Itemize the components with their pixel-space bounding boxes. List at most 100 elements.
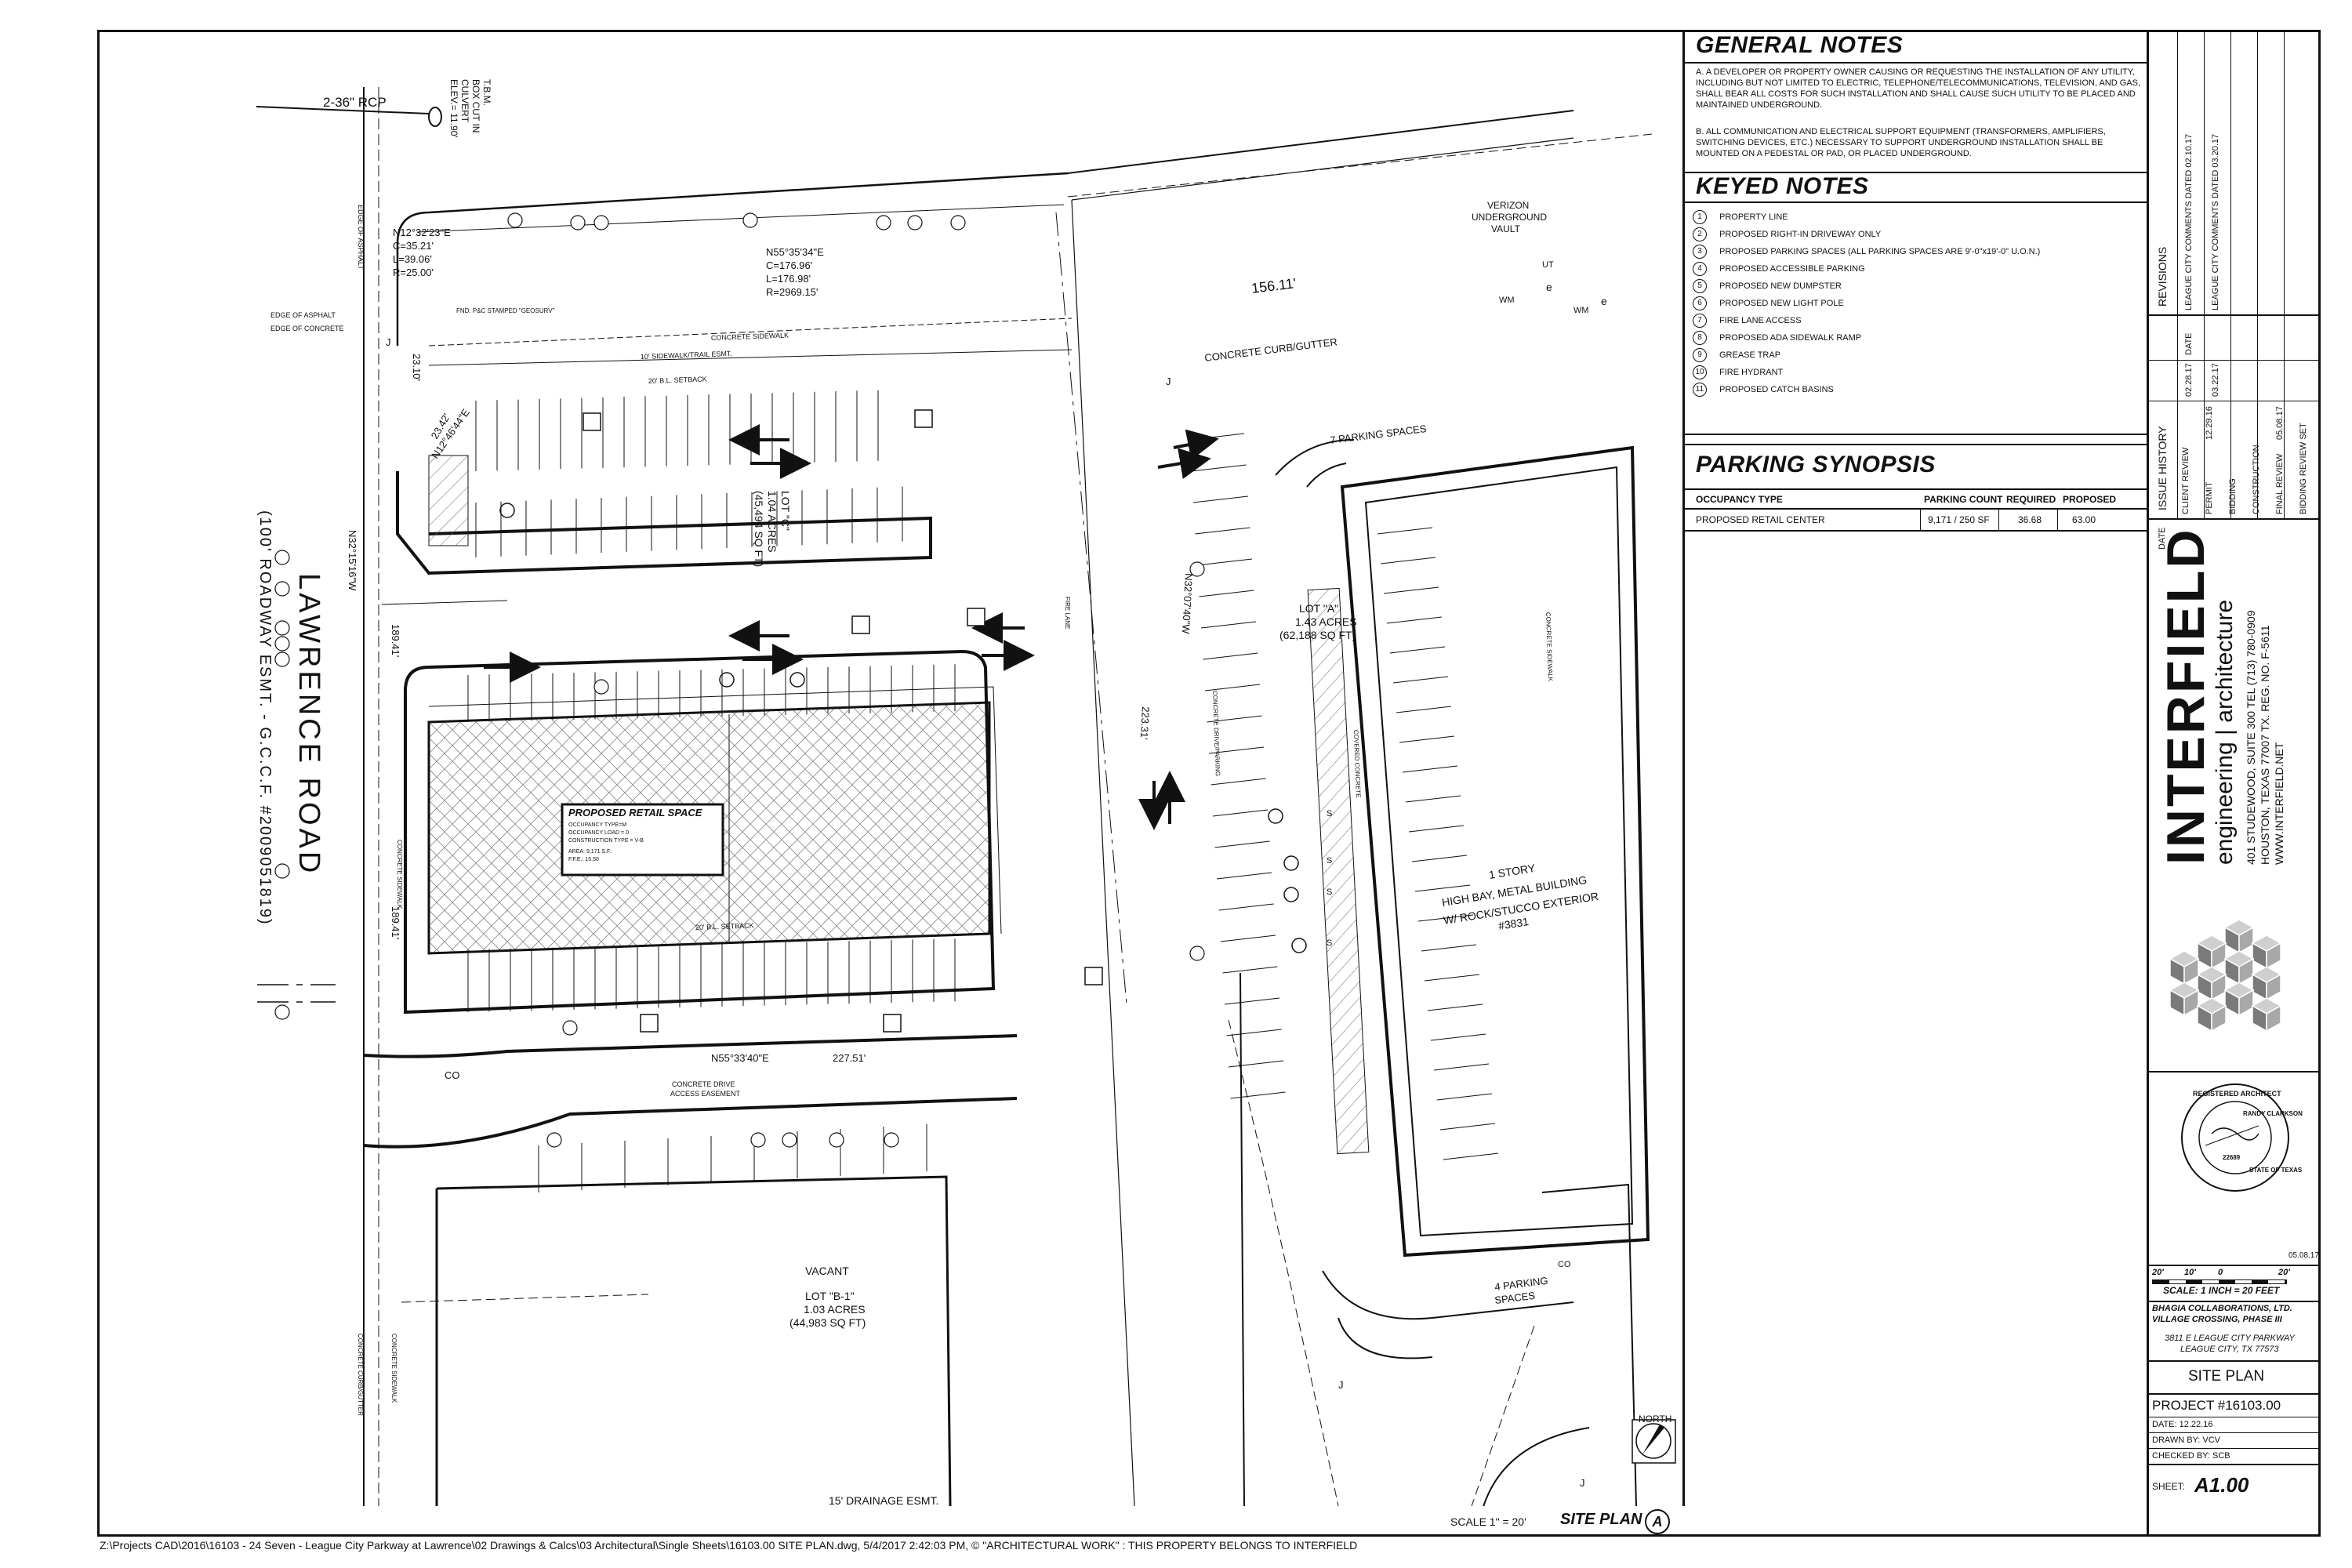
seal-line1: REGISTERED ARCHITECT: [2193, 1090, 2281, 1098]
svg-text:EDGE OF ASPHALT: EDGE OF ASPHALT: [270, 311, 336, 319]
parking-stalls-row1: [475, 390, 879, 471]
file-path-footer: Z:\Projects CAD\2016\16103 - 24 Seven - …: [100, 1539, 1358, 1552]
accessible-parking-icon: [1268, 808, 1283, 824]
lot-b1: [435, 1175, 952, 1506]
svg-text:223.31': 223.31': [1138, 706, 1152, 740]
scale-caption: SCALE: 1 INCH = 20 FEET: [2163, 1285, 2280, 1296]
issue-history-issued: BIDDING REVIEW SET: [2299, 423, 2308, 514]
parking-synopsis-title: PARKING SYNOPSIS: [1696, 452, 1936, 477]
project-address1: 3811 E LEAGUE CITY PARKWAY: [2165, 1334, 2295, 1343]
parking-stall-line: [1439, 1123, 1496, 1131]
accessible-parking-icon: [1291, 938, 1307, 953]
parking-stall-line: [1220, 935, 1276, 942]
parking-cell-proposed: 63.00: [2072, 514, 2096, 525]
svg-text:R=2969.15': R=2969.15': [766, 286, 818, 298]
accessible-parking-icon: [789, 672, 805, 688]
svg-text:C=35.21': C=35.21': [393, 240, 434, 252]
plan-keyed-bubble: [562, 1020, 578, 1036]
parking-stall-line: [1402, 765, 1458, 773]
north-label: NORTH: [1639, 1414, 1672, 1425]
svg-text:ELEV.= 11.90': ELEV.= 11.90': [448, 79, 459, 138]
svg-text:UNDERGROUND: UNDERGROUND: [1472, 212, 1547, 223]
svg-text:15' DRAINAGE ESMT.: 15' DRAINAGE ESMT.: [829, 1494, 938, 1506]
svg-text:227.51': 227.51': [833, 1052, 866, 1064]
issue-history-issued: CONSTRUCTION: [2252, 445, 2261, 514]
firm-address1: 401 STUDEWOOD, SUITE 300 TEL (713) 780-0…: [2245, 610, 2257, 865]
svg-text:J: J: [1166, 376, 1171, 387]
keyed-note-number: 9: [1693, 348, 1707, 362]
svg-text:VACANT: VACANT: [805, 1265, 849, 1277]
keyed-note-text: FIRE HYDRANT: [1719, 368, 1784, 377]
catch-basin-icon: [1084, 967, 1103, 985]
lawrence-road: [257, 87, 379, 1506]
catch-basin-icon: [583, 412, 601, 431]
logo-cube-face: [2266, 973, 2281, 1001]
parking-stall-line: [1207, 715, 1262, 723]
parking-header-proposed: PROPOSED: [2063, 494, 2117, 505]
parking-stall-line: [1210, 778, 1266, 786]
sheet-title: SITE PLAN: [2188, 1368, 2265, 1385]
svg-text:CONCRETE DRIVE/PARKING: CONCRETE DRIVE/PARKING: [1211, 691, 1221, 776]
plan-keyed-bubble: [570, 215, 586, 230]
drawing-title-text: SITE PLAN: [1560, 1511, 1642, 1528]
revision-2: LEAGUE CITY COMMENTS DATED 03.20.17: [2211, 133, 2220, 310]
parking-stall-line: [1380, 557, 1436, 564]
svg-text:CONCRETE SIDEWALK: CONCRETE SIDEWALK: [1544, 612, 1554, 682]
svg-text:1.43 ACRES: 1.43 ACRES: [1295, 615, 1357, 628]
keyed-notes-title: KEYED NOTES: [1696, 173, 1869, 199]
plan-keyed-bubble: [274, 636, 290, 652]
svg-text:N32°15'16"W: N32°15'16"W: [347, 530, 358, 591]
svg-text:N12°32'23"E: N12°32'23"E: [393, 227, 451, 238]
catch-basin-icon: [914, 409, 933, 428]
parking-stall-line: [1191, 464, 1247, 472]
issue-history-issued: PERMIT: [2205, 481, 2214, 514]
svg-text:10' SIDEWALK/TRAIL ESMT.: 10' SIDEWALK/TRAIL ESMT.: [641, 350, 732, 361]
svg-text:OCCUPANCY LOAD = 0: OCCUPANCY LOAD = 0: [568, 830, 629, 836]
svg-text:WM: WM: [1573, 306, 1589, 315]
svg-text:LOT "C": LOT "C": [779, 491, 792, 531]
svg-text:4 PARKING: 4 PARKING: [1494, 1275, 1549, 1293]
parking-stall-line: [1414, 884, 1471, 892]
svg-text:189.41': 189.41': [390, 906, 401, 939]
parking-stall-line: [1396, 706, 1452, 713]
firm-web: WWW.INTERFIELD.NET: [2273, 742, 2285, 865]
svg-text:UT: UT: [1542, 260, 1554, 270]
svg-text:LOT "B-1": LOT "B-1": [805, 1290, 855, 1302]
parking-stall-line: [1377, 527, 1433, 535]
parking-table: OCCUPANCY TYPE PARKING COUNT REQUIRED PR…: [1685, 491, 2149, 538]
seal-line2: RANDY CLARKSON: [2243, 1110, 2303, 1117]
svg-text:F.F.E.: 15.50: F.F.E.: 15.50: [568, 857, 599, 862]
project-name: VILLAGE CROSSING, PHASE III: [2152, 1315, 2282, 1324]
svg-text:23.10': 23.10': [411, 354, 423, 381]
svg-text:(44,983 SQ FT): (44,983 SQ FT): [789, 1316, 866, 1329]
svg-text:e: e: [1601, 295, 1607, 307]
parking-stalls-row2: [475, 486, 903, 557]
plan-keyed-bubble: [907, 215, 923, 230]
svg-text:#3831: #3831: [1497, 915, 1530, 932]
project-address2: LEAGUE CITY, TX 77573: [2180, 1345, 2279, 1354]
parking-stall-line: [1399, 735, 1455, 743]
firm-tagline: engineering | architecture: [2212, 600, 2238, 865]
parking-stall-line: [1427, 1004, 1483, 1011]
keyed-note-text: PROPOSED NEW LIGHT POLE: [1719, 299, 1844, 308]
svg-text:N55°35'34"E: N55°35'34"E: [766, 246, 824, 258]
plan-keyed-bubble: [876, 215, 891, 230]
parking-stall-line: [1204, 684, 1261, 691]
keyed-note-number: 7: [1693, 314, 1707, 328]
svg-text:N32°07'40"W: N32°07'40"W: [1180, 573, 1195, 635]
parking-stall-line: [1203, 652, 1258, 660]
seal-date: 05.08.17: [2288, 1251, 2319, 1260]
parking-stall-line: [1443, 1152, 1499, 1160]
keyed-note-number: 8: [1693, 331, 1707, 345]
parking-stall-line: [1411, 855, 1468, 862]
accessible-parking-icon: [499, 503, 515, 518]
svg-text:CONCRETE DRIVE: CONCRETE DRIVE: [672, 1080, 735, 1088]
parking-stalls-row4: [467, 938, 956, 1192]
property-lines: [396, 110, 1574, 1506]
